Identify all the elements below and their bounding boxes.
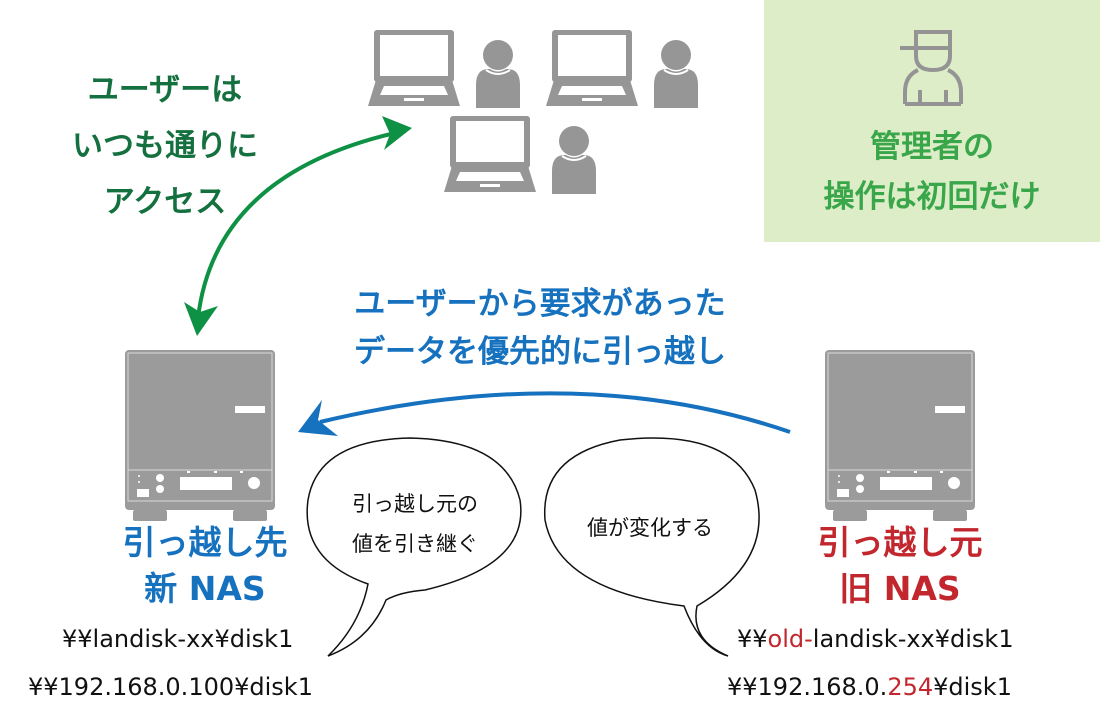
person-icon bbox=[653, 39, 699, 109]
path-prefix: ¥¥ bbox=[737, 625, 768, 653]
old-nas-label: 引っ越し元 旧 NAS bbox=[785, 520, 1015, 612]
caption-line: ユーザーから要求があった bbox=[354, 286, 726, 322]
label-line: 旧 NAS bbox=[839, 569, 961, 608]
new-nas-label: 引っ越し先 新 NAS bbox=[90, 520, 320, 612]
new-nas-hostname-path: ¥¥landisk-xx¥disk1 bbox=[62, 625, 294, 653]
caption-line: アクセス bbox=[103, 184, 227, 220]
caption-line: いつも通りに bbox=[72, 128, 258, 164]
label-line: 新 NAS bbox=[144, 569, 266, 608]
laptop-icon bbox=[368, 30, 460, 106]
path-suffix: ¥disk1 bbox=[933, 673, 1012, 701]
new-nas-device-icon bbox=[124, 349, 276, 522]
bubble-line: 値を引き継ぐ bbox=[352, 532, 478, 556]
migration-arrow bbox=[298, 391, 791, 436]
inherit-speech-bubble bbox=[306, 437, 522, 657]
caption-line: データを優先的に引っ越し bbox=[354, 334, 726, 370]
laptop-icon bbox=[546, 30, 638, 106]
inherit-bubble-text: 引っ越し元の 値を引き継ぐ bbox=[320, 484, 510, 564]
admin-person-icon bbox=[900, 30, 963, 106]
caption-line: ユーザーは bbox=[87, 72, 243, 108]
migration-caption: ユーザーから要求があった データを優先的に引っ越し bbox=[300, 280, 780, 376]
old-nas-ip-path: ¥¥192.168.0.254¥disk1 bbox=[727, 672, 1012, 702]
admin-caption: 管理者の 操作は初回だけ bbox=[764, 122, 1100, 222]
admin-panel bbox=[764, 0, 1100, 242]
bubble-line: 引っ越し元の bbox=[352, 492, 478, 516]
old-nas-hostname-path: ¥¥old-landisk-xx¥disk1 bbox=[737, 624, 1014, 654]
changes-speech-bubble bbox=[544, 437, 760, 657]
laptop-icon bbox=[444, 116, 536, 192]
path-prefix: ¥¥192.168.0. bbox=[727, 673, 888, 701]
person-icon bbox=[551, 125, 597, 195]
caption-line: 管理者の bbox=[870, 129, 994, 165]
path-highlight: old- bbox=[767, 625, 813, 653]
path-suffix: landisk-xx¥disk1 bbox=[812, 625, 1014, 653]
user-access-arrow bbox=[184, 116, 412, 336]
path-highlight: 254 bbox=[887, 673, 934, 701]
bubble-line: 値が変化する bbox=[587, 516, 713, 540]
caption-line: 操作は初回だけ bbox=[823, 179, 1041, 215]
old-nas-device-icon bbox=[824, 349, 976, 522]
label-line: 引っ越し元 bbox=[817, 523, 983, 562]
person-icon bbox=[475, 39, 521, 109]
user-access-caption: ユーザーは いつも通りに アクセス bbox=[40, 62, 290, 230]
label-line: 引っ越し先 bbox=[122, 523, 288, 562]
new-nas-ip-path: ¥¥192.168.0.100¥disk1 bbox=[28, 673, 313, 701]
changes-bubble-text: 値が変化する bbox=[555, 508, 745, 548]
